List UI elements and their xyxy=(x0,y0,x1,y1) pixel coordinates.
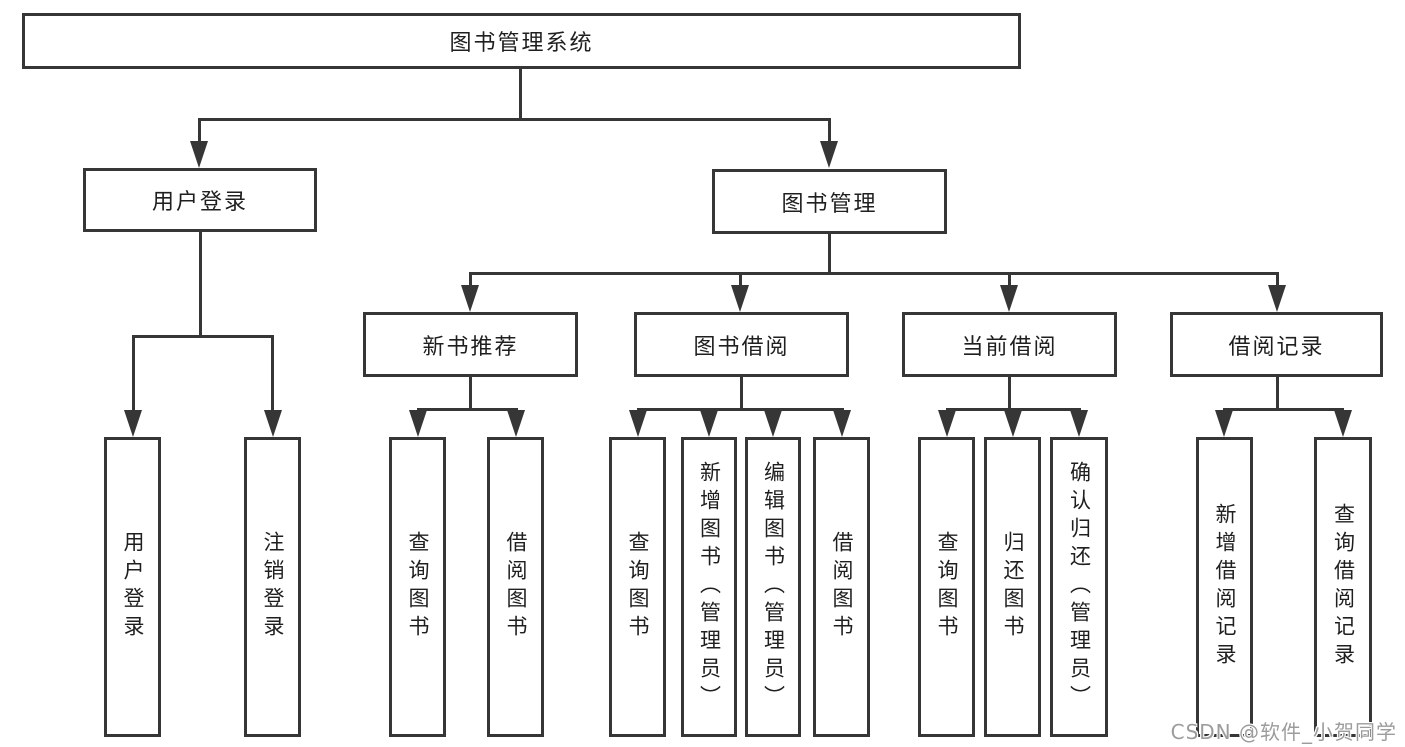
node-label: 借阅图书 xyxy=(830,531,854,643)
connector-line xyxy=(740,377,743,411)
arrowhead-down-icon xyxy=(190,141,208,168)
arrowhead-down-icon xyxy=(1215,410,1233,437)
connector-line xyxy=(1223,408,1344,411)
connector-line xyxy=(739,272,742,288)
arrowhead-down-icon xyxy=(1004,410,1022,437)
arrowhead-down-icon xyxy=(1000,285,1018,312)
arrowhead-down-icon xyxy=(507,410,525,437)
node-label: 图书管理 xyxy=(781,191,878,217)
node-user-login-module: 用户登录 xyxy=(83,168,317,232)
leaf-query-books-current: 查询图书 xyxy=(918,437,975,737)
node-label: 当前借阅 xyxy=(961,334,1058,360)
leaf-logout: 注销登录 xyxy=(244,437,301,737)
node-label: 新书推荐 xyxy=(422,334,519,360)
arrowhead-down-icon xyxy=(629,410,647,437)
leaf-confirm-return-admin: 确认归还（管理员） xyxy=(1050,437,1108,737)
arrowhead-down-icon xyxy=(1268,285,1286,312)
arrowhead-down-icon xyxy=(461,285,479,312)
node-book-management-module: 图书管理 xyxy=(712,169,947,234)
connector-line xyxy=(132,335,135,415)
connector-line xyxy=(271,335,274,415)
leaf-return-books: 归还图书 xyxy=(984,437,1041,737)
node-label: 图书借阅 xyxy=(693,334,790,360)
arrowhead-down-icon xyxy=(938,410,956,437)
leaf-borrow-books-borrowing: 借阅图书 xyxy=(813,437,870,737)
connector-line xyxy=(198,118,831,121)
connector-line xyxy=(1276,272,1279,288)
arrowhead-down-icon xyxy=(731,285,749,312)
node-label: 借阅图书 xyxy=(504,531,528,643)
node-label: 借阅记录 xyxy=(1228,334,1325,360)
leaf-user-login: 用户登录 xyxy=(104,437,161,737)
leaf-query-books-recommend: 查询图书 xyxy=(389,437,446,737)
leaf-borrow-books-recommend: 借阅图书 xyxy=(487,437,544,737)
arrowhead-down-icon xyxy=(820,141,838,168)
node-label: 确认归还（管理员） xyxy=(1067,461,1092,713)
arrowhead-down-icon xyxy=(833,410,851,437)
node-borrowing-records: 借阅记录 xyxy=(1170,312,1383,377)
arrowhead-down-icon xyxy=(409,410,427,437)
leaf-edit-books-admin: 编辑图书（管理员） xyxy=(745,437,801,737)
connector-line xyxy=(1276,377,1279,411)
node-label: 编辑图书（管理员） xyxy=(761,461,786,713)
arrowhead-down-icon xyxy=(1334,410,1352,437)
node-label: 查询图书 xyxy=(935,531,959,643)
connector-line xyxy=(1008,377,1011,411)
connector-line xyxy=(519,69,522,121)
connector-line xyxy=(417,408,518,411)
connector-line xyxy=(132,335,274,338)
node-label: 归还图书 xyxy=(1001,531,1025,643)
leaf-query-books-borrowing: 查询图书 xyxy=(609,437,666,737)
node-label: 用户登录 xyxy=(151,190,248,215)
node-label: 查询图书 xyxy=(626,531,650,643)
leaf-add-books-admin: 新增图书（管理员） xyxy=(681,437,737,737)
node-new-book-recommendation: 新书推荐 xyxy=(363,312,578,377)
node-current-borrowing: 当前借阅 xyxy=(902,312,1117,377)
arrowhead-down-icon xyxy=(124,410,142,437)
node-label: 新增图书（管理员） xyxy=(697,461,722,713)
connector-line xyxy=(469,377,472,411)
watermark-text: CSDN @软件_小贺同学 xyxy=(1170,720,1397,744)
connector-line xyxy=(469,272,1279,275)
node-label: 注销登录 xyxy=(261,531,285,643)
connector-line xyxy=(946,408,1081,411)
node-label: 查询图书 xyxy=(406,531,430,643)
connector-line xyxy=(828,233,831,275)
node-label: 用户登录 xyxy=(121,531,145,643)
connector-line xyxy=(1008,272,1011,288)
connector-line xyxy=(828,118,831,148)
node-label: 新增借阅记录 xyxy=(1213,503,1237,671)
node-book-borrowing: 图书借阅 xyxy=(634,312,849,377)
connector-line xyxy=(637,408,844,411)
connector-line xyxy=(469,272,472,288)
node-library-system: 图书管理系统 xyxy=(22,13,1021,69)
arrowhead-down-icon xyxy=(1070,410,1088,437)
connector-line xyxy=(198,118,201,148)
connector-line xyxy=(199,231,202,338)
leaf-add-borrow-record: 新增借阅记录 xyxy=(1196,437,1253,737)
arrowhead-down-icon xyxy=(264,410,282,437)
node-label: 图书管理系统 xyxy=(449,31,594,56)
arrowhead-down-icon xyxy=(764,410,782,437)
arrowhead-down-icon xyxy=(700,410,718,437)
node-label: 查询借阅记录 xyxy=(1331,503,1356,671)
leaf-query-borrow-record: 查询借阅记录 xyxy=(1314,437,1372,737)
